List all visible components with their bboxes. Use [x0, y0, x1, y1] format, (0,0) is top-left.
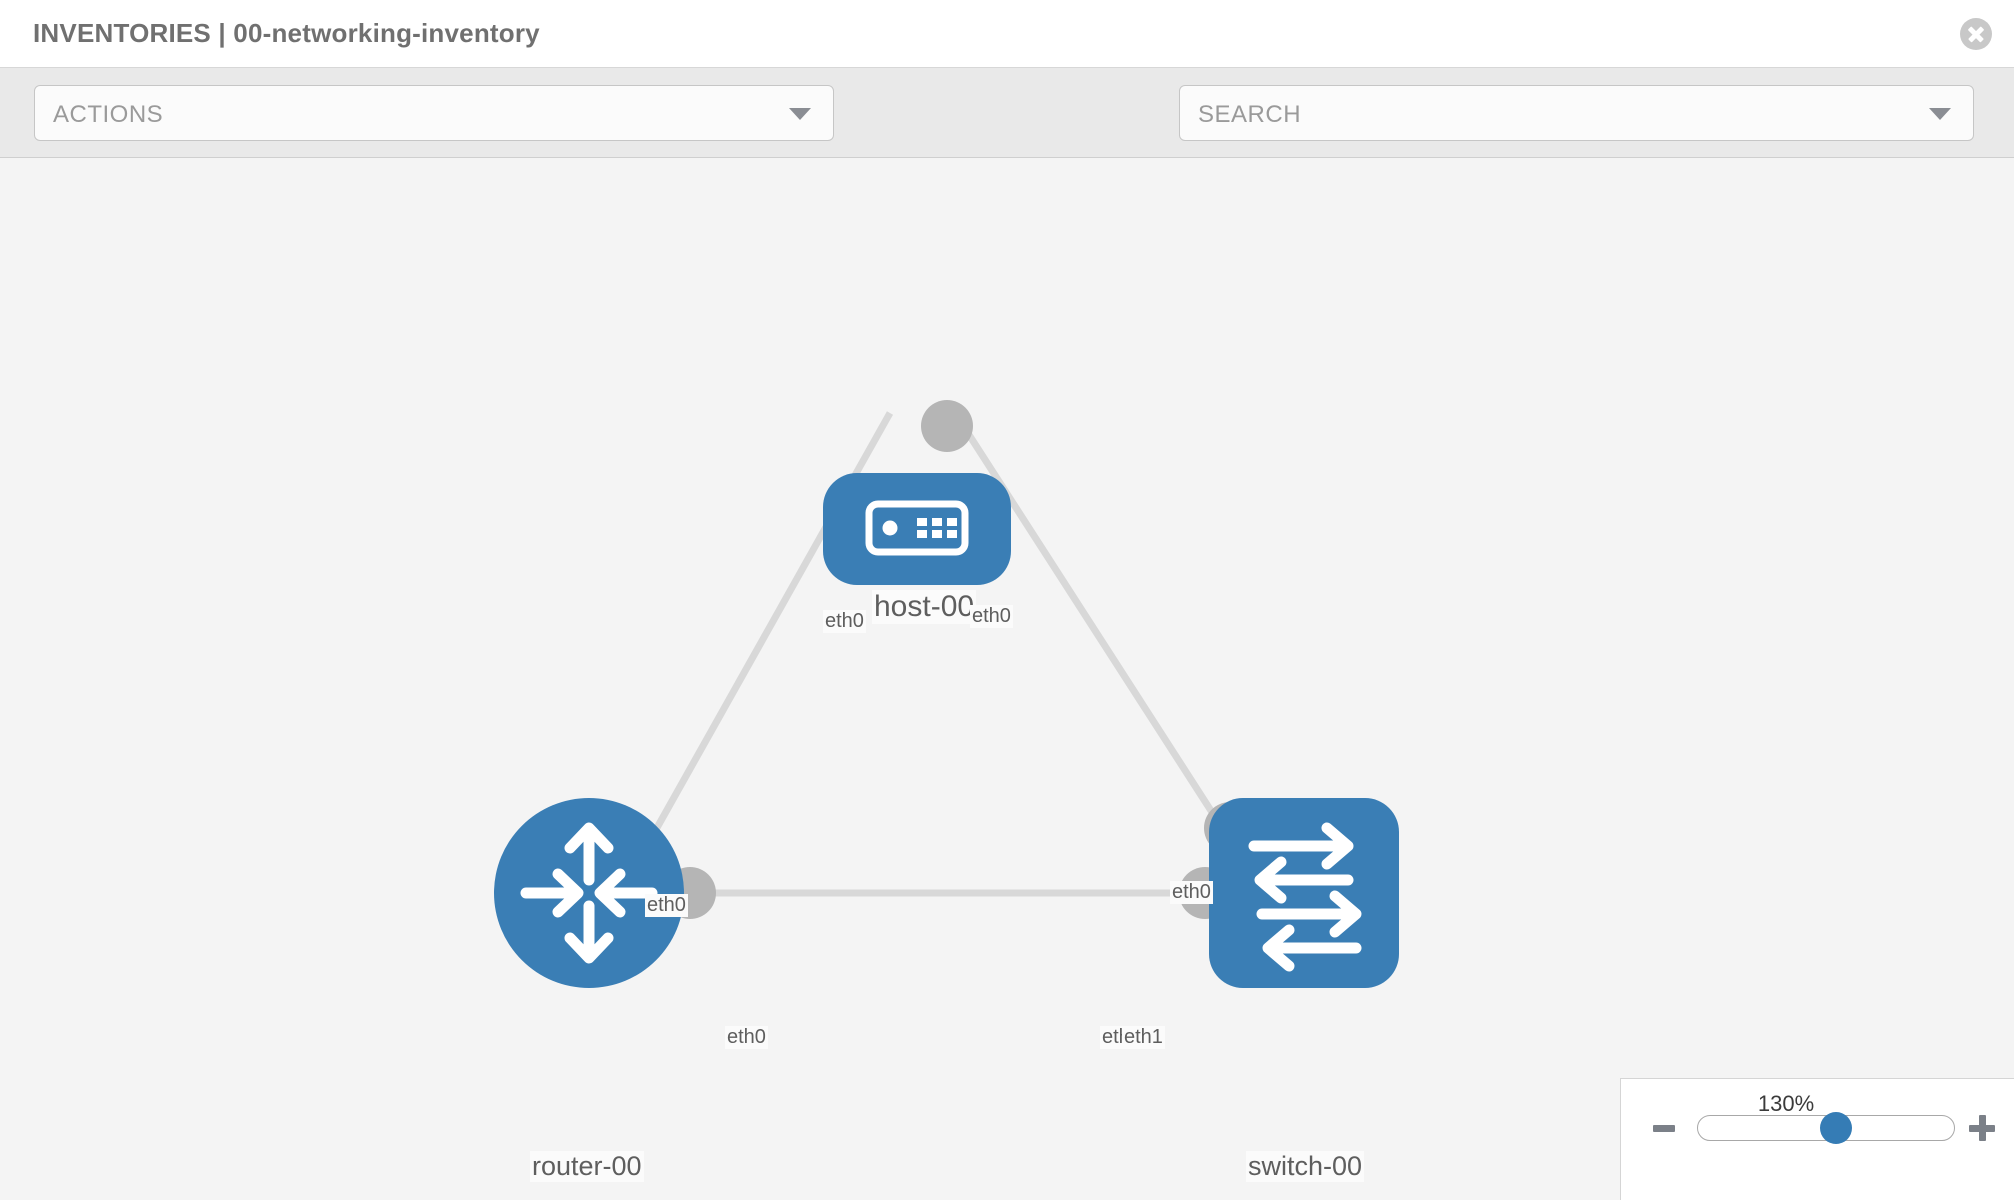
- server-device-icon: [865, 500, 969, 556]
- chevron-down-icon: [1929, 108, 1951, 120]
- iface-label-router-uplink: eth0: [645, 894, 688, 917]
- node-label-switch-00: switch-00: [1246, 1151, 1365, 1182]
- zoom-in-button[interactable]: [1969, 1115, 1995, 1141]
- zoom-out-button[interactable]: [1653, 1125, 1675, 1132]
- zoom-control-panel: 130%: [1620, 1078, 2014, 1200]
- iface-label-router-right: eth0: [725, 1026, 768, 1049]
- iface-label-host-left: eth0: [823, 610, 866, 633]
- toolbar: ACTIONS SEARCH: [0, 68, 2014, 200]
- search-placeholder: SEARCH: [1198, 101, 1302, 128]
- chevron-down-icon: [789, 108, 811, 120]
- switch-arrows-icon: [1248, 822, 1362, 972]
- page-title: INVENTORIES | 00-networking-inventory: [33, 18, 540, 48]
- router-arrows-icon: [520, 822, 658, 964]
- iface-label-switch-left-b: eth1: [1122, 1026, 1165, 1049]
- close-icon[interactable]: [1960, 18, 1992, 50]
- iface-label-switch-uplink: eth0: [1170, 881, 1213, 904]
- topology-graph: [494, 400, 1399, 988]
- link-host-switch[interactable]: [952, 411, 1238, 850]
- window-header: INVENTORIES | 00-networking-inventory: [0, 0, 2014, 68]
- actions-dropdown-label: ACTIONS: [53, 101, 164, 128]
- search-input[interactable]: SEARCH: [1179, 85, 1974, 141]
- zoom-slider-thumb[interactable]: [1820, 1112, 1852, 1144]
- plus-icon-vertical: [1979, 1115, 1986, 1141]
- zoom-level-value: 130%: [1757, 1091, 1815, 1116]
- port-host-right[interactable]: [921, 400, 973, 452]
- node-label-router-00: router-00: [530, 1151, 644, 1182]
- actions-dropdown[interactable]: ACTIONS: [34, 85, 834, 141]
- topology-canvas[interactable]: host-00 router-00 switch-00 eth0 eth0 et…: [0, 158, 2014, 1200]
- iface-label-host-right: eth0: [970, 605, 1013, 628]
- node-router-00[interactable]: [494, 798, 684, 988]
- node-host-00[interactable]: [823, 473, 1011, 585]
- node-label-host-00: host-00: [872, 590, 977, 624]
- node-switch-00[interactable]: [1209, 798, 1399, 988]
